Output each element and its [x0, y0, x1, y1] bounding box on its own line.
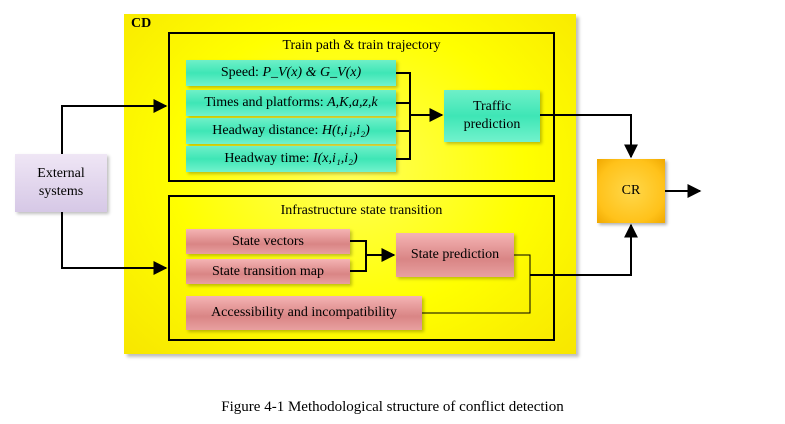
times-platforms-label: Times and platforms: — [204, 95, 324, 110]
cr-label: CR — [621, 183, 641, 198]
external-systems-label: External systems — [37, 166, 85, 199]
green-bracket — [396, 72, 411, 160]
state-vectors-box: State vectors — [186, 229, 350, 254]
headway-distance-label: Headway distance: — [212, 123, 319, 138]
cr-box: CR — [597, 159, 665, 223]
speed-formula: P_V(x) & G_V(x) — [262, 65, 362, 80]
external-systems-box: External systems — [15, 154, 107, 212]
times-platforms-formula: A,K,a,z,k — [327, 95, 378, 110]
ext-to-train-arrow — [61, 99, 168, 154]
train-path-title: Train path & train trajectory — [282, 38, 441, 53]
infrastructure-frame — [168, 195, 555, 341]
traffic-prediction-box: Traffic prediction — [444, 90, 540, 142]
train-path-frame — [168, 32, 555, 182]
headway-distance-box: Headway distance: H(t,i₁,i₂) — [186, 118, 396, 144]
times-platforms-box: Times and platforms: A,K,a,z,k — [186, 90, 396, 116]
traffic-prediction-label: Traffic prediction — [463, 99, 521, 132]
infra-to-cr-arrow — [530, 223, 638, 276]
infrastructure-title: Infrastructure state transition — [280, 203, 443, 218]
headway-time-label: Headway time: — [224, 151, 310, 166]
speed-label: Speed: — [220, 65, 259, 80]
headway-time-box: Headway time: I(x,i₁,i₂) — [186, 146, 396, 172]
headway-time-formula: I(x,i₁,i₂) — [312, 151, 358, 166]
accessibility-label: Accessibility and incompatibility — [211, 305, 397, 320]
state-transition-map-label: State transition map — [212, 263, 324, 279]
accessibility-box: Accessibility and incompatibility — [186, 296, 422, 330]
figure-caption: Figure 4-1 Methodological structure of c… — [221, 399, 564, 415]
state-vectors-label: State vectors — [232, 233, 304, 249]
cd-label: CD — [131, 16, 152, 31]
state-transition-map-box: State transition map — [186, 259, 350, 284]
ext-to-infra-arrow — [61, 212, 168, 275]
state-prediction-box: State prediction — [396, 233, 514, 277]
traffic-to-cr-arrow — [540, 114, 638, 159]
red-bracket — [350, 240, 367, 272]
state-prediction-out-line — [422, 254, 531, 314]
state-prediction-label: State prediction — [410, 247, 500, 262]
speed-box: Speed: P_V(x) & G_V(x) — [186, 60, 396, 86]
headway-distance-formula: H(t,i₁,i₂) — [321, 123, 370, 138]
